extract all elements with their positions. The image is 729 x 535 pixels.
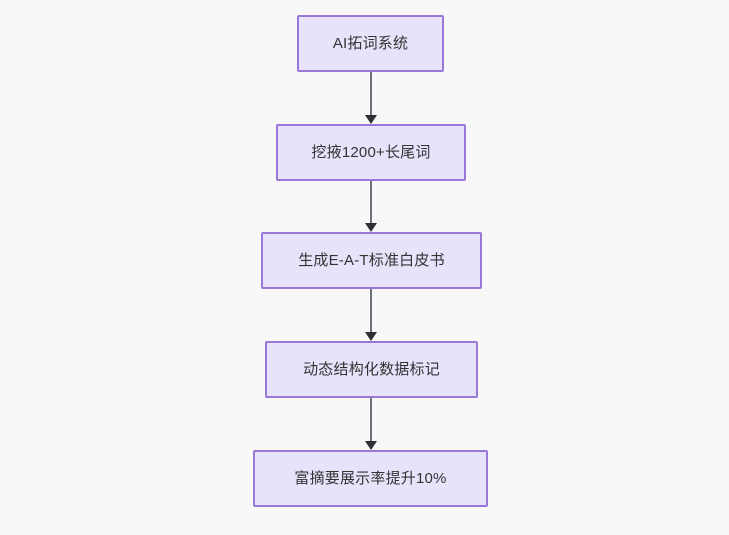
arrowhead-icon xyxy=(365,441,377,450)
flow-node-label: 挖掖1200+长尾词 xyxy=(311,143,431,161)
flow-node-rich-snippet-result[interactable]: 富摘要展示率提升10% xyxy=(253,450,488,507)
flow-node-label: 动态结构化数据标记 xyxy=(303,360,440,378)
arrowhead-icon xyxy=(365,115,377,124)
connector-node1-node2 xyxy=(359,72,383,124)
connector-line xyxy=(370,72,372,116)
flow-node-structured-data-markup[interactable]: 动态结构化数据标记 xyxy=(265,341,478,398)
connector-line xyxy=(370,398,372,442)
flow-node-label: AI拓词系统 xyxy=(332,34,409,52)
arrowhead-icon xyxy=(365,332,377,341)
connector-line xyxy=(370,181,372,224)
connector-node4-node5 xyxy=(359,398,383,450)
connector-node2-node3 xyxy=(359,181,383,232)
connector-line xyxy=(370,289,372,333)
arrowhead-icon xyxy=(365,223,377,232)
flow-node-label: 生成E-A-T标准白皮书 xyxy=(298,251,445,269)
flow-node-label: 富摘要展示率提升10% xyxy=(294,469,447,487)
flow-node-longtail-mining[interactable]: 挖掖1200+长尾词 xyxy=(276,124,466,181)
flow-node-eat-whitepaper[interactable]: 生成E-A-T标准白皮书 xyxy=(261,232,482,289)
connector-node3-node4 xyxy=(359,289,383,341)
flow-node-ai-keyword-system[interactable]: AI拓词系统 xyxy=(297,15,444,72)
